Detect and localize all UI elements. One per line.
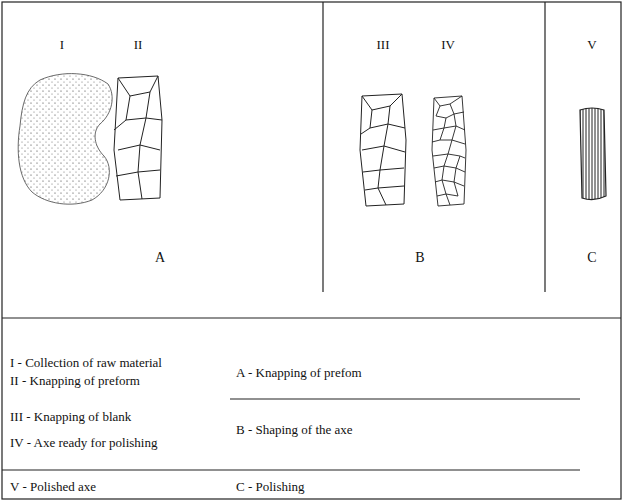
legend-text: IV - Axe ready for polishing [10,436,157,450]
phase-letter: C [587,250,596,265]
divider [322,2,323,292]
roughout-axe [432,96,466,206]
stage-numeral: III [377,38,390,52]
divider [2,317,621,318]
legend-text: A - Knapping of prefom [236,366,362,380]
raw-nodule [18,74,112,205]
preform [114,76,162,200]
polished-axe [580,108,606,200]
legend-text: B - Shaping of the axe [236,423,353,437]
phase-letter: B [415,250,424,265]
phase-letter: A [155,250,165,265]
legend-text: C - Polishing [236,480,305,494]
divider [230,398,580,399]
stage-numeral: I [60,38,64,52]
legend-text: II - Knapping of preform [10,374,140,388]
stage-numeral: II [134,38,143,52]
blank [360,94,406,206]
legend-text: I - Collection of raw material [10,356,162,370]
divider [544,2,545,292]
stage-numeral: V [587,38,596,52]
legend-text: V - Polished axe [10,480,96,494]
stage-numeral: IV [441,38,455,52]
divider [2,469,580,470]
legend-text: III - Knapping of blank [10,410,131,424]
